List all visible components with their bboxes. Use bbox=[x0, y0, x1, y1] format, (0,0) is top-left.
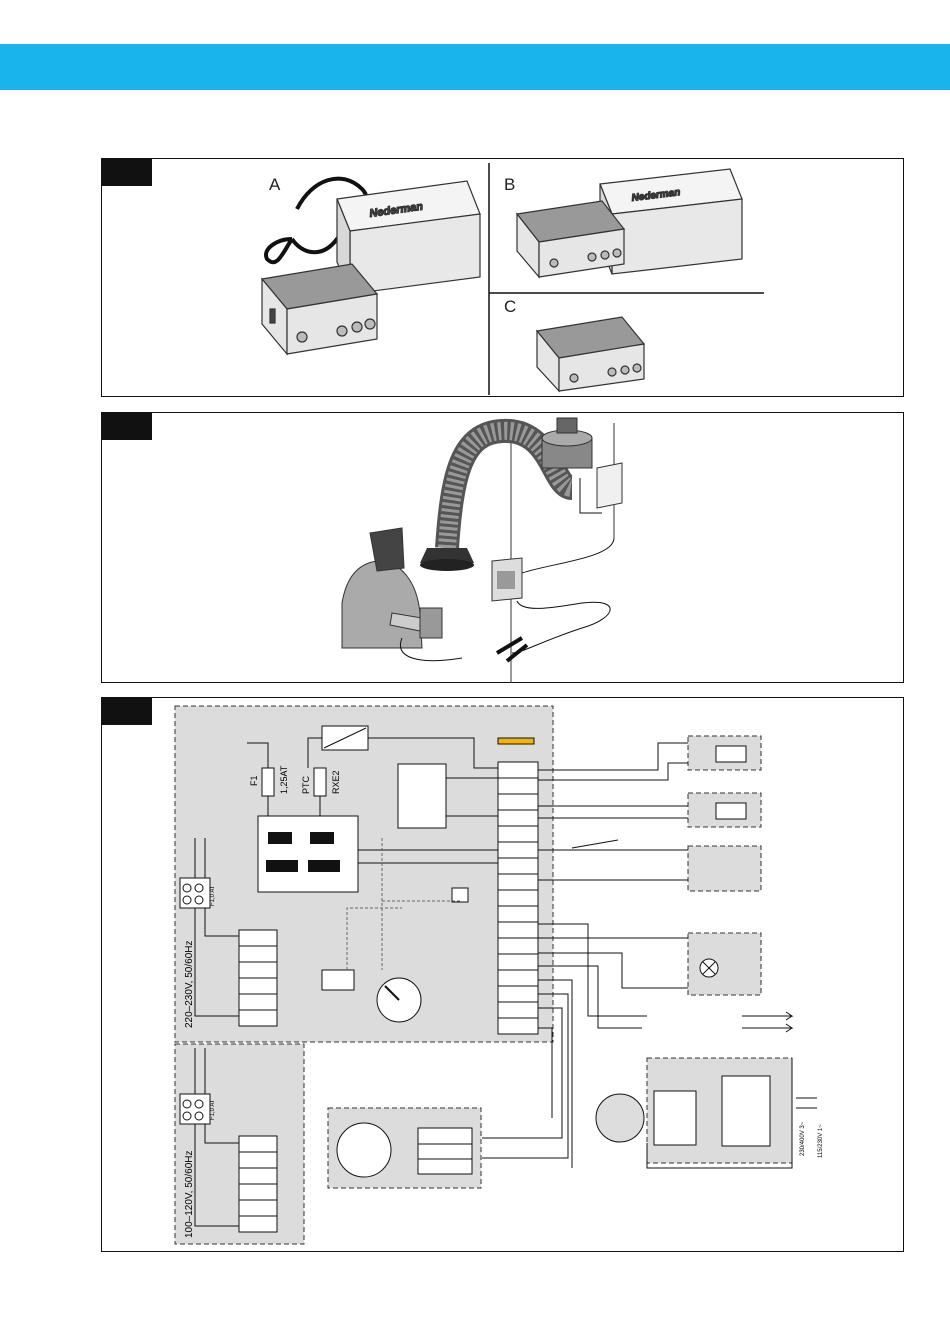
ptc-fuse bbox=[314, 768, 326, 796]
controller-ic bbox=[398, 764, 446, 828]
voltage-high-label: 220–230V, 50/60Hz bbox=[184, 941, 195, 1029]
small-relay bbox=[452, 888, 468, 902]
output-1-box bbox=[716, 746, 746, 762]
box-b-control bbox=[517, 201, 624, 277]
figure-2-panel bbox=[101, 412, 904, 683]
controller-box bbox=[492, 558, 522, 601]
main-board-region bbox=[175, 706, 553, 1042]
figure-1-panel: A B C Nederman bbox=[101, 158, 904, 397]
fuse-small-label-1: F1,0 AT bbox=[210, 885, 216, 906]
fuse-f1-label: F1 bbox=[249, 775, 259, 786]
rectifier-block bbox=[258, 816, 358, 892]
starter-box bbox=[597, 463, 622, 508]
fuse-rating-label: 1,25AT bbox=[279, 765, 289, 794]
rxe2-label: RXE2 bbox=[331, 770, 341, 794]
current-sensor bbox=[337, 1123, 391, 1177]
terminal-block-high bbox=[180, 878, 210, 908]
motor-terminal bbox=[722, 1076, 770, 1146]
figure-3-panel: F1 1,25AT PTC RXE2 F1,0 AT 220–230V, 50/… bbox=[101, 697, 904, 1252]
ptc-label: PTC bbox=[301, 775, 311, 794]
supply-3ph-label: 230/400V 3~ bbox=[800, 1121, 806, 1156]
fuse-f1 bbox=[262, 768, 274, 796]
motor-contactor bbox=[654, 1091, 696, 1145]
sensor-connector bbox=[418, 1128, 472, 1174]
box-c-control bbox=[537, 317, 644, 391]
terminal-block-low bbox=[180, 1094, 210, 1124]
supply-1ph-label: 115/230V 1~ bbox=[818, 1124, 824, 1158]
connector-high bbox=[239, 930, 277, 1026]
indicator-bar bbox=[498, 738, 534, 744]
relay-coil bbox=[322, 970, 354, 990]
fuse-small-label-2: F1,0 AT bbox=[210, 1099, 216, 1120]
welder-figure bbox=[342, 528, 442, 648]
voltage-low-label: 100–120V, 50/60Hz bbox=[184, 1151, 195, 1239]
output-2-box bbox=[716, 803, 746, 819]
fan-unit bbox=[542, 418, 592, 468]
header-bar bbox=[0, 44, 950, 90]
terminal-strip bbox=[498, 762, 538, 1034]
figure-1-illustration: Nederman Nederman bbox=[102, 159, 905, 398]
figure-2-illustration bbox=[102, 413, 905, 684]
wiring-diagram: F1 1,25AT PTC RXE2 F1,0 AT 220–230V, 50/… bbox=[102, 698, 905, 1253]
input-switch-region bbox=[688, 846, 761, 891]
box-a-control bbox=[262, 264, 377, 354]
connector-low bbox=[239, 1136, 277, 1232]
motor-symbol bbox=[596, 1094, 644, 1142]
lamp-switch-region bbox=[688, 933, 761, 995]
